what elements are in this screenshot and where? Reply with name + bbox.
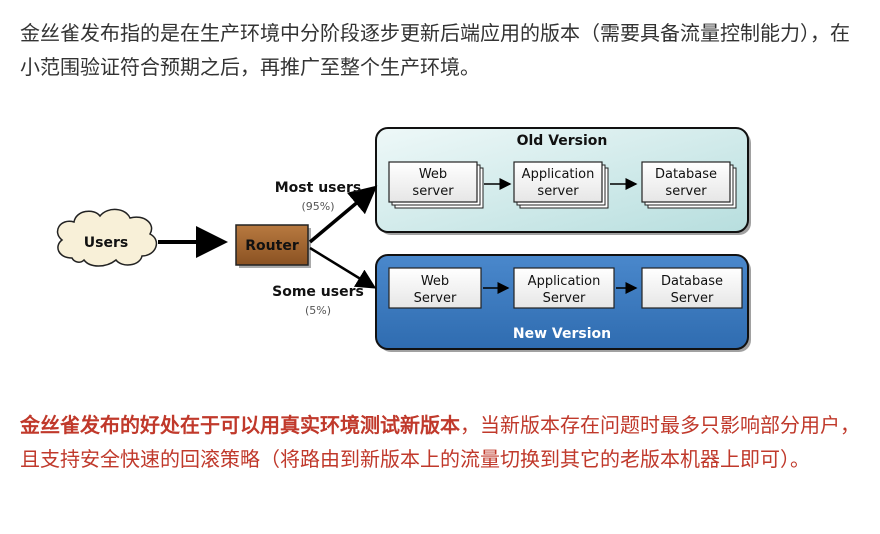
benefit-paragraph: 金丝雀发布的好处在于可以用真实环境测试新版本，当新版本存在问题时最多只影响部分用… [20,408,865,476]
old-application-server: Application server [513,161,609,209]
router-box [235,224,309,266]
new-web-server: Web Server [388,267,482,309]
old-database-server: Database server [641,161,737,209]
old-web-label-1: Web [419,167,447,182]
router-to-new-arrow [309,246,377,289]
router-label: Router [245,238,299,254]
old-version-title: Old Version [517,133,608,149]
new-db-label-2: Server [671,291,714,306]
new-app-label-1: Application [528,274,601,289]
new-version-group: Web Server Application Server Database S… [375,254,751,352]
users-cloud: Users [56,208,158,267]
new-db-label-1: Database [661,274,723,289]
some-users-label: Some users [272,284,364,300]
most-users-percent: (95%) [301,200,334,213]
old-db-label-1: Database [655,167,717,182]
most-users-label: Most users [275,180,361,196]
new-app-label-2: Server [543,291,586,306]
old-version-group: Old Version Web server Application serve… [375,127,751,235]
old-web-label-2: server [412,184,454,199]
old-app-label-1: Application [522,167,595,182]
some-users-percent: (5%) [305,304,331,317]
canary-release-diagram: Old Version Web server Application serve… [56,127,751,352]
router-to-old-arrow [308,185,378,244]
router-node: Router [235,224,311,268]
new-web-label-2: Server [414,291,457,306]
old-web-server: Web server [388,161,484,209]
old-app-label-2: server [537,184,579,199]
intro-paragraph: 金丝雀发布指的是在生产环境中分阶段逐步更新后端应用的版本（需要具备流量控制能力）… [20,21,850,79]
new-version-title: New Version [513,326,611,342]
benefit-detail: ，当新版本存在问题时最多只影响部分用户，且支持安全快速的回滚策略（将路由到新版本… [20,413,860,471]
old-db-label-2: server [665,184,707,199]
new-application-server: Application Server [513,267,615,309]
benefit-highlight: 金丝雀发布的好处在于可以用真实环境测试新版本 [20,413,460,437]
new-database-server: Database Server [641,267,743,309]
users-label: Users [84,235,128,251]
new-web-label-1: Web [421,274,449,289]
